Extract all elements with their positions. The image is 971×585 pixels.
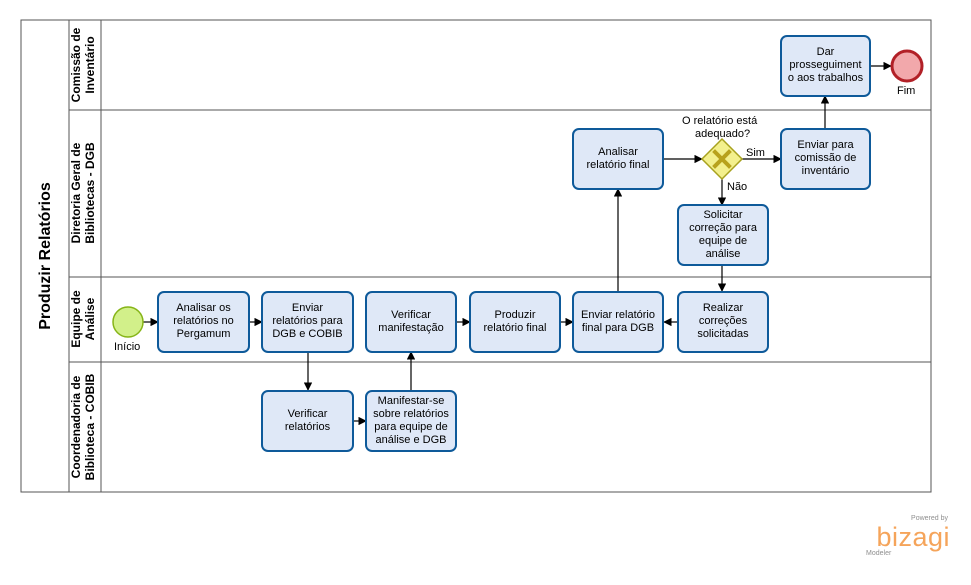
svg-text:Enviar relatório: Enviar relatório xyxy=(581,309,655,321)
start-event-label: Início xyxy=(114,341,140,353)
svg-text:relatórios para: relatórios para xyxy=(272,315,343,327)
pool-title: Produzir Relatórios xyxy=(37,182,54,330)
task-solicitar-correcao[interactable]: Solicitar correção para equipe de anális… xyxy=(677,204,769,266)
svg-text:relatório final: relatório final xyxy=(484,322,547,334)
lane-label-dgb: Diretoria Geral de Bibliotecas - DGB xyxy=(69,142,97,244)
task-analisar-relatorio-final[interactable]: Analisar relatório final xyxy=(572,128,664,190)
svg-text:Análise: Análise xyxy=(83,297,97,340)
svg-text:Coordenadoria de: Coordenadoria de xyxy=(69,375,83,478)
svg-text:Analisar: Analisar xyxy=(598,146,638,158)
task-enviar-relatorio-final-dgb[interactable]: Enviar relatório final para DGB xyxy=(572,291,664,353)
svg-text:para equipe de: para equipe de xyxy=(374,421,447,433)
svg-text:Diretoria Geral de: Diretoria Geral de xyxy=(69,142,83,243)
task-verificar-relatorios[interactable]: Verificar relatórios xyxy=(261,390,354,452)
svg-text:Enviar: Enviar xyxy=(292,302,324,314)
bizagi-watermark: Powered by bizagi Modeler xyxy=(866,515,950,557)
svg-text:Pergamum: Pergamum xyxy=(177,328,231,340)
svg-text:Powered by: Powered by xyxy=(911,515,948,522)
gateway-x-icon xyxy=(712,149,732,169)
svg-text:análise: análise xyxy=(706,248,741,260)
svg-text:Comissão de: Comissão de xyxy=(69,27,83,102)
svg-text:Analisar os: Analisar os xyxy=(176,302,231,314)
svg-text:Enviar para: Enviar para xyxy=(797,139,854,151)
lane-label-comissao: Comissão de Inventário xyxy=(69,27,97,102)
svg-text:Verificar: Verificar xyxy=(288,408,328,420)
svg-text:equipe de: equipe de xyxy=(699,235,747,247)
svg-text:DGB e COBIB: DGB e COBIB xyxy=(272,328,342,340)
svg-text:Biblioteca - COBIB: Biblioteca - COBIB xyxy=(83,373,97,480)
gateway-yes-label: Sim xyxy=(746,147,765,159)
svg-text:manifestação: manifestação xyxy=(378,322,443,334)
svg-text:correção para: correção para xyxy=(689,222,758,234)
svg-text:Equipe de: Equipe de xyxy=(69,290,83,348)
svg-text:comissão de: comissão de xyxy=(795,152,857,164)
svg-text:inventário: inventário xyxy=(802,165,850,177)
svg-text:relatórios no: relatórios no xyxy=(173,315,234,327)
svg-text:Dar: Dar xyxy=(817,46,835,58)
svg-text:Verificar: Verificar xyxy=(391,309,431,321)
svg-text:solicitadas: solicitadas xyxy=(697,328,749,340)
svg-text:final para DGB: final para DGB xyxy=(582,322,654,334)
task-dar-prosseguimento[interactable]: Dar prosseguiment o aos trabalhos xyxy=(780,35,871,97)
svg-text:Produzir: Produzir xyxy=(495,309,536,321)
svg-text:Modeler: Modeler xyxy=(866,550,892,557)
task-enviar-comissao-inventario[interactable]: Enviar para comissão de inventário xyxy=(780,128,871,190)
svg-text:relatórios: relatórios xyxy=(285,421,331,433)
start-event[interactable] xyxy=(112,306,144,338)
lane-label-cobib: Coordenadoria de Biblioteca - COBIB xyxy=(69,373,97,480)
end-event-label: Fim xyxy=(897,85,915,97)
gateway-question-line2: adequado? xyxy=(695,128,750,140)
gateway-no-label: Não xyxy=(727,181,747,193)
svg-text:correções: correções xyxy=(699,315,748,327)
sequence-flows xyxy=(143,61,892,426)
svg-text:Manifestar-se: Manifestar-se xyxy=(378,395,445,407)
task-analisar-relatorios-pergamum[interactable]: Analisar os relatórios no Pergamum xyxy=(157,291,250,353)
task-realizar-correcoes[interactable]: Realizar correções solicitadas xyxy=(677,291,769,353)
svg-text:análise e DGB: análise e DGB xyxy=(376,434,447,446)
svg-text:Bibliotecas - DGB: Bibliotecas - DGB xyxy=(83,142,97,244)
svg-text:o aos trabalhos: o aos trabalhos xyxy=(788,72,864,84)
svg-text:sobre relatórios: sobre relatórios xyxy=(373,408,449,420)
task-verificar-manifestacao[interactable]: Verificar manifestação xyxy=(365,291,457,353)
svg-text:bizagi: bizagi xyxy=(876,522,950,552)
svg-text:prosseguiment: prosseguiment xyxy=(789,59,861,71)
end-event[interactable] xyxy=(890,49,924,83)
svg-text:Inventário: Inventário xyxy=(83,36,97,93)
task-enviar-relatorios-dgb-cobib[interactable]: Enviar relatórios para DGB e COBIB xyxy=(261,291,354,353)
svg-text:relatório final: relatório final xyxy=(587,159,650,171)
lane-label-equipe: Equipe de Análise xyxy=(69,290,97,348)
task-produzir-relatorio-final[interactable]: Produzir relatório final xyxy=(469,291,561,353)
pool xyxy=(20,19,932,493)
svg-text:Realizar: Realizar xyxy=(703,302,744,314)
svg-text:Solicitar: Solicitar xyxy=(703,209,742,221)
task-manifestar-se[interactable]: Manifestar-se sobre relatórios para equi… xyxy=(365,390,457,452)
gateway-question-line1: O relatório está xyxy=(682,115,758,127)
exclusive-gateway[interactable] xyxy=(700,137,744,181)
